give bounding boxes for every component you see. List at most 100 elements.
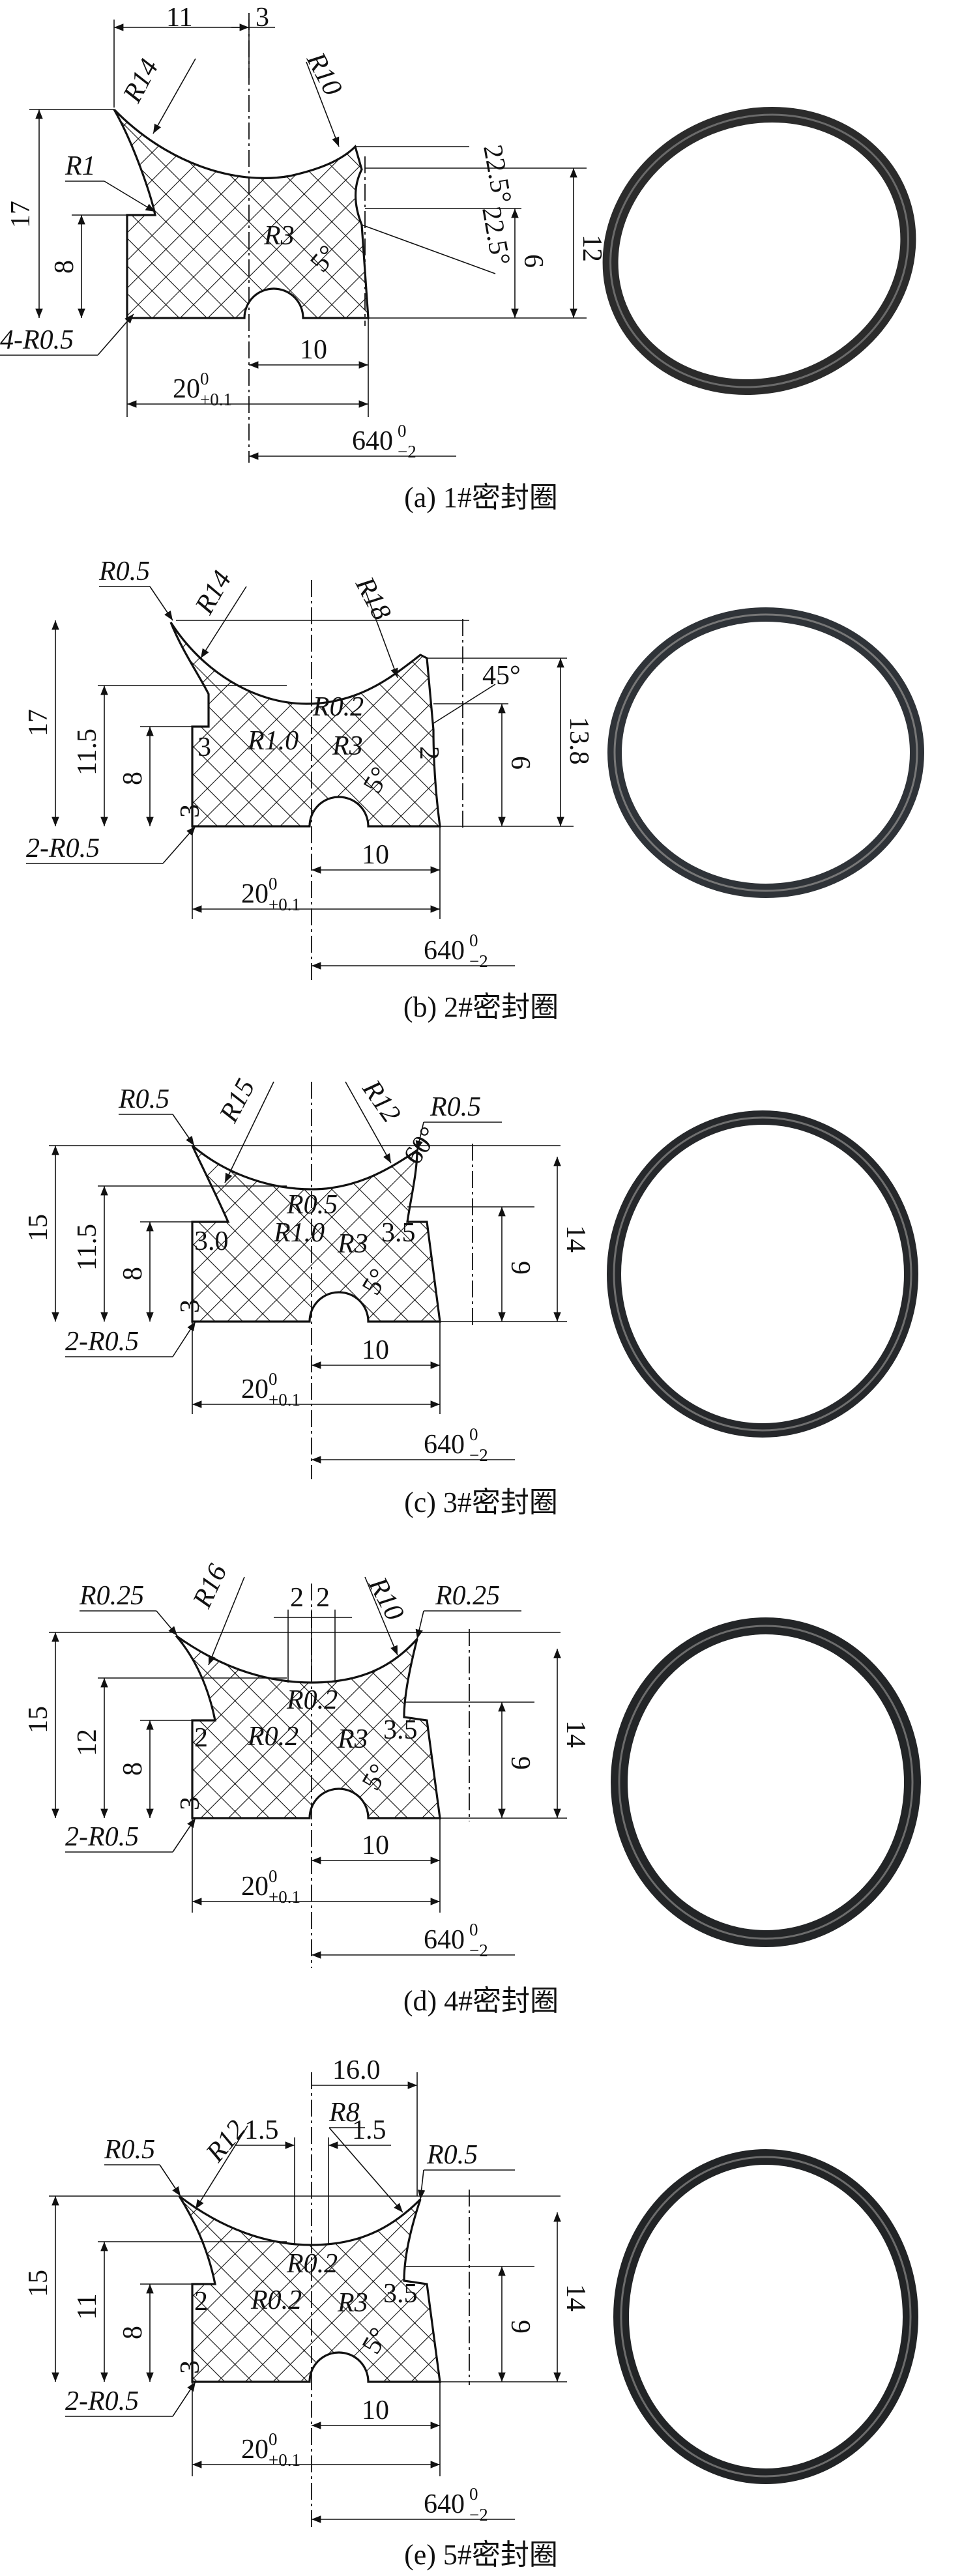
dim-base-tol: +0.1: [269, 1887, 300, 1907]
dim-diameter: 640: [424, 1925, 465, 1955]
dim-height-right: 13.8: [564, 717, 594, 765]
dim-height-left: 8: [118, 772, 148, 785]
label-radius-right: R10: [362, 1572, 410, 1625]
label-r-top: R0.2: [312, 692, 364, 722]
label-radius-center: R3: [263, 221, 295, 251]
dim-diameter: 640: [424, 1430, 465, 1460]
label-radius-center: R3: [337, 2288, 368, 2318]
svg-text:0: 0: [200, 369, 209, 388]
seal-ring-photo-c: [607, 1110, 918, 1438]
dim-height-right: 14: [561, 2284, 590, 2311]
panel-b: R0.5 R14 R18 17 11.5 8 3 R1.0 R0.2 R3 5°…: [23, 557, 924, 1023]
dim-base-tol: +0.1: [269, 895, 300, 914]
dim-step-w: 3: [197, 732, 211, 762]
panel-e: 16.0 R8 R0.5 R12 1.5 1.5 R0.5 15 11 8 2 …: [23, 2055, 918, 2571]
seal-ring-photo-a: [602, 107, 916, 395]
label-radius-right: R18: [349, 572, 397, 625]
label-radius-right: R10: [300, 47, 348, 100]
dim-height-total: 15: [23, 2270, 53, 2297]
svg-text:0: 0: [469, 931, 478, 950]
dim-height-total: 17: [23, 709, 53, 736]
dim-diameter-tol: −2: [398, 442, 416, 461]
dim-gap-a: 1.5: [244, 2115, 279, 2145]
label-r-top: R0.2: [286, 1685, 338, 1715]
caption-d: (d) 4#密封圈: [403, 1985, 559, 2017]
svg-text:0: 0: [269, 874, 278, 893]
dim-step-w: 2: [194, 2287, 208, 2317]
dim-height-left: 8: [118, 2326, 148, 2339]
dim-gap-b: 1.5: [352, 2115, 386, 2145]
svg-text:0: 0: [269, 2429, 278, 2449]
label-tip-r-left: R0.5: [118, 1084, 169, 1114]
dim-height-mid: 6: [505, 756, 535, 770]
svg-text:0: 0: [469, 2484, 478, 2504]
label-radius-center: R3: [337, 1229, 368, 1259]
caption-c: (c) 3#密封圈: [404, 1486, 558, 1518]
dim-diameter: 640: [352, 426, 393, 456]
dim-height-lip: 11.5: [72, 729, 102, 775]
label-radius-left: R14: [117, 54, 165, 108]
dim-bottom-half-width: 10: [362, 2395, 389, 2425]
dim-base-width: 20: [241, 1374, 269, 1404]
dim-step-right: 3.5: [383, 1715, 418, 1745]
dim-diameter: 640: [424, 2489, 465, 2519]
svg-text:0: 0: [398, 421, 407, 441]
panel-a: 11 3 R14 R10 17 8 R1 R3 5° 22.5° 22.5° 6…: [0, 3, 916, 514]
svg-text:0: 0: [269, 1866, 278, 1886]
dim-height-mid: 6: [518, 254, 548, 268]
dim-bottom-left: 3: [175, 2360, 205, 2374]
dim-height-lip: 11: [72, 2294, 102, 2320]
dim-base-tol: +0.1: [269, 1390, 300, 1410]
label-tip-r-right: R0.5: [430, 1092, 481, 1122]
dim-diameter: 640: [424, 936, 465, 966]
label-radius-top: R8: [328, 2098, 360, 2128]
dim-bottom-half-width: 10: [362, 1831, 389, 1860]
dim-height-total: 15: [23, 1706, 53, 1733]
dim-step-right: 2: [414, 746, 444, 760]
dim-top-mid-width: 3: [255, 3, 269, 33]
dim-bottom-left: 3: [175, 804, 205, 818]
label-tip-r: R0.5: [98, 557, 150, 586]
dim-top-width: 16.0: [332, 2055, 381, 2085]
dim-base-tol: +0.1: [269, 2450, 300, 2470]
dim-step-w: 2: [194, 1723, 208, 1753]
seal-profile-a: [113, 108, 370, 319]
seal-ring-photo-d: [611, 1617, 921, 1947]
dim-height-left: 8: [118, 1762, 148, 1776]
label-radius-right: R12: [356, 1075, 406, 1129]
label-r-inner: R1.0: [273, 1218, 325, 1248]
dim-height-total: 17: [6, 201, 36, 228]
panel-d: R0.25 R16 2 2 R10 R0.25 15 12 8 2 R0.2 R…: [23, 1559, 921, 2017]
label-radius-center: R3: [332, 731, 363, 761]
label-r-top: R0.2: [286, 2249, 338, 2279]
label-fillet-note: 2-R0.5: [65, 1822, 139, 1852]
label-angle-bottom: 22.5°: [476, 205, 516, 268]
dim-top-left-width: 11: [166, 3, 192, 33]
label-r-inner: R0.2: [247, 1722, 299, 1752]
seal-ring-photo-b: [607, 607, 924, 898]
dim-height-mid: 9: [505, 2320, 535, 2334]
label-fillet-note: 4-R0.5: [0, 325, 74, 355]
dim-diameter-tol: −2: [469, 2505, 488, 2525]
dim-step-right: 3.5: [383, 2279, 418, 2309]
dim-bottom-left: 3: [175, 1299, 205, 1313]
dim-base-tol: +0.1: [200, 390, 232, 409]
seal-ring-photo-e: [613, 2149, 918, 2484]
dim-height-left: 8: [118, 1267, 148, 1281]
panel-c: R0.5 R15 R12 R0.5 15 11.5 8 3.0 R0.5 R1.…: [23, 1074, 918, 1518]
label-tip-r-left: R0.5: [104, 2135, 155, 2165]
label-fillet-note: 2-R0.5: [65, 2386, 139, 2416]
dim-height-left: 8: [50, 260, 80, 274]
label-r-inner: R0.2: [250, 2285, 302, 2315]
dim-height-right: 14: [561, 1225, 590, 1252]
dim-bottom-left: 3: [175, 1797, 205, 1810]
dim-base-width: 20: [241, 1872, 269, 1902]
dim-height-mid: 9: [505, 1756, 535, 1770]
dim-height-total: 15: [23, 1214, 53, 1241]
dim-diameter-tol: −2: [469, 1941, 488, 1960]
label-r-top: R0.5: [286, 1190, 338, 1220]
label-radius-center: R3: [337, 1724, 368, 1754]
svg-text:0: 0: [469, 1920, 478, 1939]
dim-bottom-half-width: 10: [362, 1335, 389, 1365]
dim-height-right: 14: [561, 1720, 590, 1748]
